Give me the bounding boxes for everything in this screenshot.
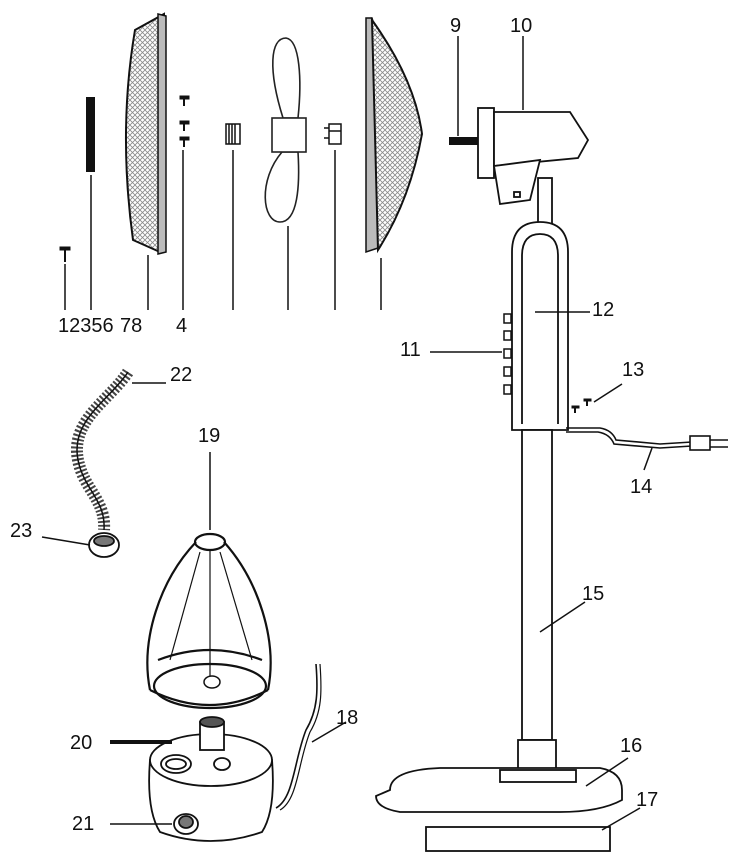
leader-part-18	[311, 721, 347, 743]
control-buttons-part	[503, 313, 512, 395]
blade-clip-part	[324, 123, 342, 145]
label-parts-1-8: 12356	[58, 315, 114, 337]
label-part-17: 17	[636, 789, 658, 811]
base-weight-part	[425, 826, 611, 852]
label-parts-7-8: 78	[120, 315, 142, 337]
leader-part-15	[539, 601, 586, 633]
label-part-10: 10	[510, 15, 532, 37]
mist-hose-part	[70, 368, 134, 531]
humidifier-cord-part	[275, 663, 318, 809]
front-grille-part	[124, 12, 167, 255]
label-part-11: 11	[400, 339, 421, 361]
rear-grille-part	[365, 16, 424, 254]
upper-column-part	[511, 221, 569, 431]
humidifier-base-part	[148, 716, 274, 842]
screw-part	[59, 246, 71, 262]
pole-tube-part	[521, 429, 553, 741]
grille-screws-part	[179, 95, 190, 147]
column-screws-part	[571, 398, 592, 413]
label-part-14: 14	[630, 476, 652, 498]
base-plate-part	[375, 767, 623, 813]
leader-part-23	[41, 536, 91, 546]
leader-part-14	[643, 447, 653, 471]
leader-part-13	[593, 383, 623, 403]
label-part-12: 12	[592, 299, 614, 321]
ring-rod-part	[86, 97, 95, 172]
leader-part-17	[601, 807, 641, 831]
leader-part-16	[585, 757, 629, 787]
label-part-13: 13	[622, 359, 644, 381]
neck-tube-part	[537, 177, 553, 227]
hose-nozzle-part	[88, 532, 120, 558]
label-part-21: 21	[72, 813, 94, 835]
control-knob-part	[173, 813, 199, 835]
spinner-cap-part	[225, 123, 241, 145]
label-part-9: 9	[450, 15, 461, 37]
fan-blade-part	[264, 37, 307, 223]
humidifier-cord-outline	[279, 663, 322, 811]
motor-housing-part	[449, 107, 590, 206]
label-part-4: 4	[176, 315, 187, 337]
label-part-22: 22	[170, 364, 192, 386]
label-part-20: 20	[70, 732, 92, 754]
label-part-23: 23	[10, 520, 32, 542]
water-tank-part	[146, 532, 272, 710]
label-part-15: 15	[582, 583, 604, 605]
label-part-16: 16	[620, 735, 642, 757]
label-part-19: 19	[198, 425, 220, 447]
pole-collar-part	[517, 739, 557, 771]
power-cord-part	[566, 427, 728, 451]
label-part-18: 18	[336, 707, 358, 729]
top-row-leader-lines	[64, 150, 382, 310]
